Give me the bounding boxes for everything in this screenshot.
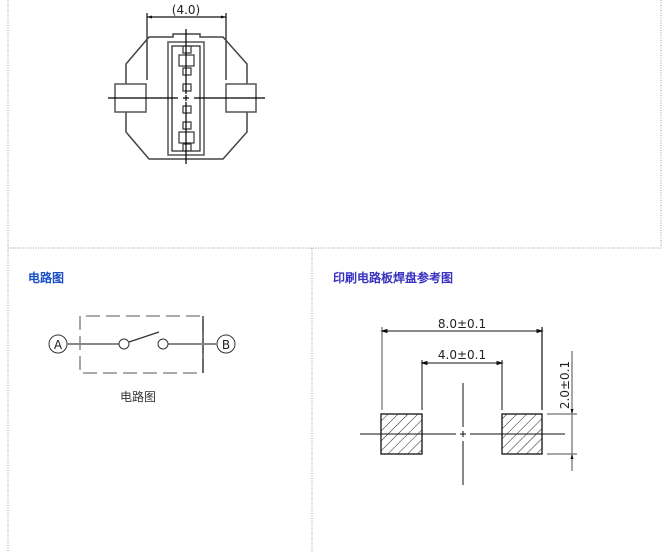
circuit-caption: 电路图	[120, 389, 156, 404]
switch-lever	[128, 331, 160, 343]
panel-borders	[7, 0, 662, 552]
pcb-pad-section-title: 印刷电路板焊盘参考图	[333, 270, 453, 285]
dimension-pad-height: 2.0±0.1	[558, 361, 572, 409]
component-top-view	[108, 13, 265, 164]
terminal-a-label: A	[54, 338, 63, 352]
dimension-overall-width: 8.0±0.1	[438, 317, 486, 331]
pcb-pad-drawing	[360, 327, 577, 485]
circuit-section-title: 电路图	[28, 270, 64, 285]
dimension-label-width: (4.0)	[172, 3, 200, 17]
dimension-pad-gap: 4.0±0.1	[438, 348, 486, 362]
terminal-b-label: B	[222, 338, 230, 352]
circuit-diagram	[48, 315, 236, 374]
